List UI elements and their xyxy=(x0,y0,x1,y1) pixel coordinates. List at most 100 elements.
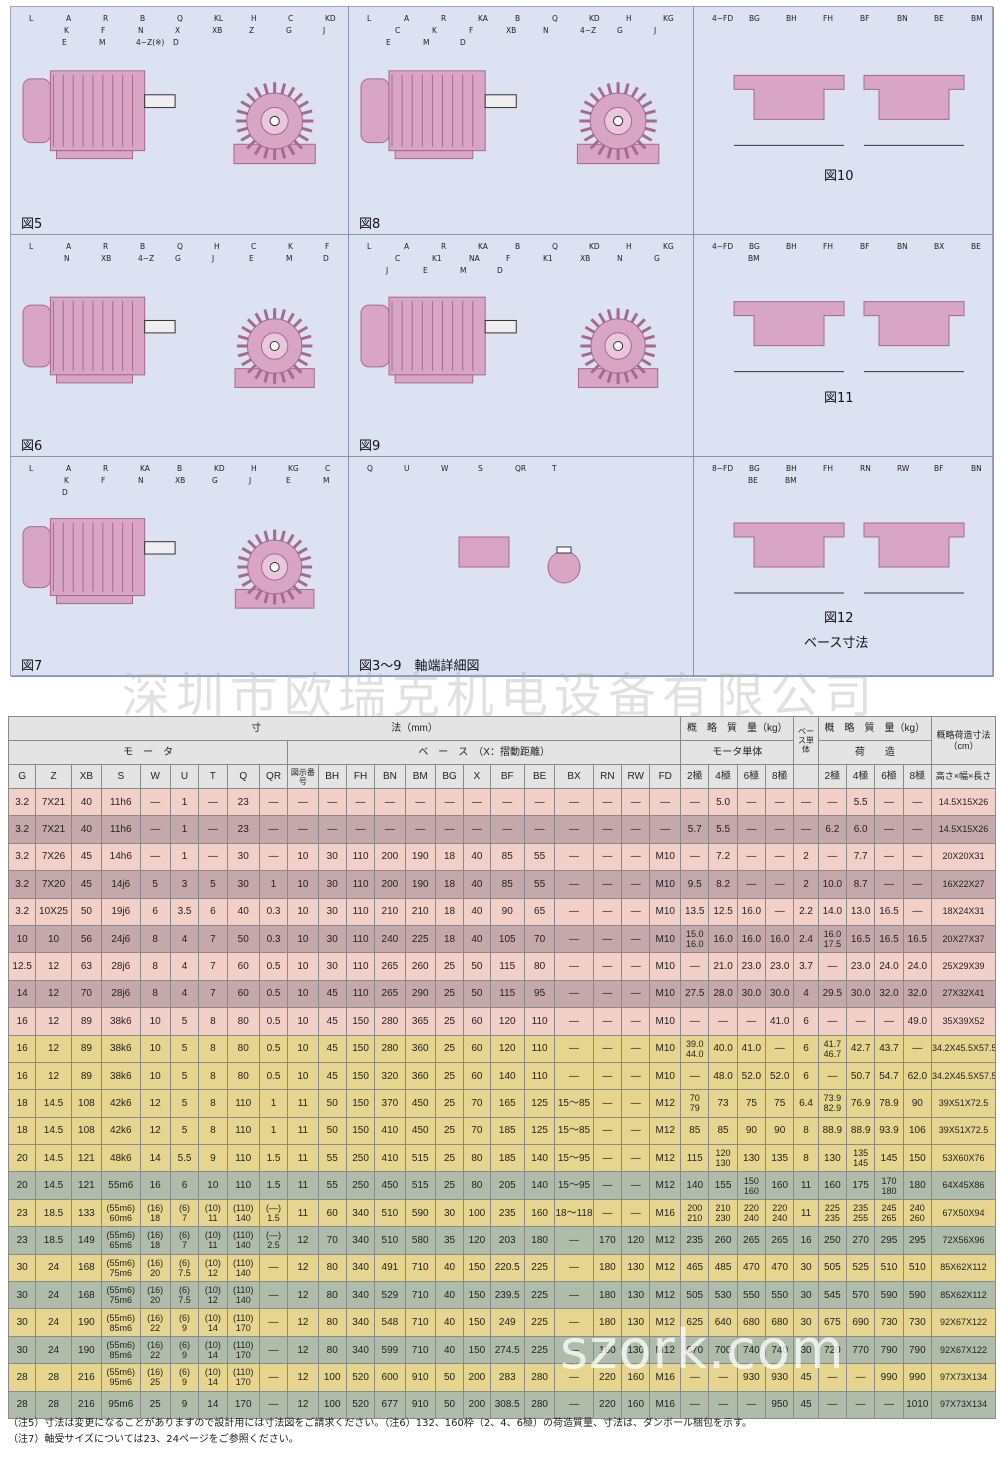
table-cell: 360 xyxy=(404,1034,436,1063)
dimension-label: D xyxy=(62,488,68,497)
dimension-label: BX xyxy=(934,242,944,251)
table-cell: M12 xyxy=(649,1144,682,1173)
table-cell: 599 xyxy=(374,1335,406,1365)
table-cell: (—)2.5 xyxy=(258,1226,289,1255)
table-cell: 590 xyxy=(404,1198,436,1228)
table-cell: 250 xyxy=(345,1144,376,1173)
dimension-label: N xyxy=(138,476,144,485)
table-cell: 320 xyxy=(374,1061,406,1091)
dimension-label: C xyxy=(395,26,400,35)
table-cell: 40 xyxy=(70,787,103,817)
table-cell: 740 xyxy=(736,1335,767,1365)
table-cell: 30.0 xyxy=(736,979,767,1009)
table-cell: 2 xyxy=(793,842,819,872)
table-column-header: BE xyxy=(523,764,556,789)
table-cell: 50 xyxy=(226,924,260,954)
table-cell: 14.5 xyxy=(35,1116,72,1146)
table-cell: — xyxy=(139,815,171,844)
table-cell: 40.0 xyxy=(708,1034,738,1063)
table-cell: 12 xyxy=(35,1007,72,1036)
table-cell: 200 xyxy=(374,842,406,872)
table-cell: 0.5 xyxy=(258,1034,289,1063)
table-cell: — xyxy=(592,787,623,817)
table-cell: 60 xyxy=(226,979,260,1009)
table-cell: 30 xyxy=(317,842,347,872)
table-cell: 265 xyxy=(736,1226,767,1255)
table-cell: 20 xyxy=(7,1171,37,1200)
table-cell: 6 xyxy=(139,897,171,926)
table-cell: 23.0 xyxy=(845,952,876,981)
table-cell: 200 xyxy=(463,1363,491,1392)
table-cell: 3.2 xyxy=(7,897,37,926)
table-cell: (55m6)75m6 xyxy=(101,1253,141,1283)
table-cell: 680 xyxy=(736,1308,767,1337)
dimension-label: BN xyxy=(971,464,982,473)
table-cell: 1.5 xyxy=(258,1171,289,1200)
table-cell: 675 xyxy=(817,1308,848,1337)
dimension-label: R xyxy=(103,14,108,23)
dimension-label: 4−Z(※) xyxy=(136,38,164,47)
table-cell: 8 xyxy=(793,1144,819,1173)
dimension-table: 寸 法（mm） 概 略 質 量（kg） ベース単体 概 略 質 量（kg） 概略… xyxy=(7,716,997,1419)
table-cell: 5.0 xyxy=(708,787,738,817)
table-cell: 40 xyxy=(434,1253,465,1283)
table-cell: 11 xyxy=(287,1171,319,1200)
table-cell: 510 xyxy=(374,1226,406,1255)
table-cell: 529 xyxy=(374,1281,406,1310)
table-cell: 10 xyxy=(139,1061,171,1091)
table-cell: — xyxy=(198,815,228,844)
table-cell: — xyxy=(680,1007,710,1036)
table-cell: 491 xyxy=(374,1253,406,1283)
table-cell: 510 xyxy=(902,1253,932,1283)
table-cell: 283 xyxy=(489,1363,525,1392)
table-cell: 130 xyxy=(621,1281,651,1310)
table-cell: 25 xyxy=(434,952,465,981)
table-cell: 235 xyxy=(489,1198,525,1228)
dimension-label: KD xyxy=(325,14,336,23)
table-cell: 450 xyxy=(404,1089,436,1118)
table-cell: 30.0 xyxy=(765,979,795,1009)
table-cell: — xyxy=(287,815,319,844)
table-column-header xyxy=(793,764,819,789)
table-cell: 20X20X31 xyxy=(930,842,997,872)
table-cell: 30 xyxy=(7,1308,37,1337)
table-cell: 16.0 xyxy=(708,924,738,954)
table-cell: 18 xyxy=(7,1089,37,1118)
table-cell: 100 xyxy=(317,1363,347,1392)
table-cell: 85 xyxy=(680,1116,710,1146)
table-cell: 205 xyxy=(489,1171,525,1200)
table-cell: 677 xyxy=(374,1390,406,1419)
table-cell: 220.5 xyxy=(489,1253,525,1283)
table-cell: 80 xyxy=(317,1308,347,1337)
table-cell: 85X62X112 xyxy=(930,1253,997,1283)
dimension-label: K xyxy=(64,26,70,35)
table-cell: 510 xyxy=(374,1198,406,1228)
table-column-header: 2極 xyxy=(680,764,710,789)
table-cell: 280 xyxy=(374,1034,406,1063)
table-cell: 5.7 xyxy=(680,815,710,844)
table-cell: 1 xyxy=(169,787,200,817)
table-cell: 5 xyxy=(169,1061,200,1091)
table-cell: — xyxy=(680,787,710,817)
table-cell: 710 xyxy=(404,1335,436,1365)
table-cell: 16.5 xyxy=(874,897,904,926)
table-cell: 770 xyxy=(845,1335,876,1365)
table-cell: — xyxy=(554,897,594,926)
table-cell: (110)140 xyxy=(226,1226,260,1255)
table-cell: (110)140 xyxy=(226,1281,260,1310)
table-cell: 32.0 xyxy=(874,979,904,1009)
table-cell: 25 xyxy=(434,1116,465,1146)
table-cell: 11 xyxy=(287,1144,319,1173)
table-cell: 5 xyxy=(169,1034,200,1063)
table-cell: 97X73X134 xyxy=(930,1363,997,1392)
dimension-label: C xyxy=(251,242,256,251)
table-cell: 203 xyxy=(489,1226,525,1255)
table-cell: 990 xyxy=(874,1363,904,1392)
